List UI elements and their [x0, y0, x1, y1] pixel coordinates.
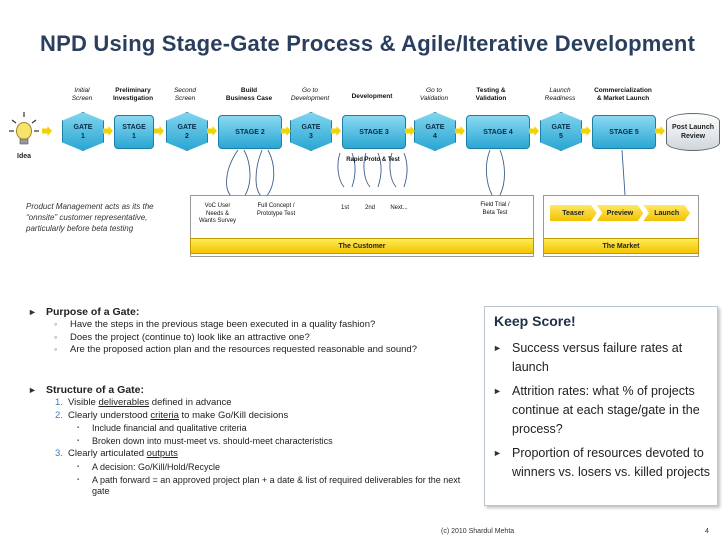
teaser-step: Teaser [550, 205, 597, 221]
square-bullet-icon: ▪ [77, 476, 80, 483]
market-bar: The Market [543, 238, 699, 254]
iteration-2nd: 2nd [364, 205, 375, 211]
keep-score-box: Keep Score! ►Success versus failure rate… [484, 306, 718, 506]
circle-bullet-icon: ◦ [54, 319, 58, 329]
flow-arrow [42, 126, 52, 136]
phase-label: Development [351, 93, 393, 100]
square-bullet-icon: ▪ [77, 438, 80, 444]
circle-bullet-icon: ◦ [54, 344, 58, 354]
circle-bullet-icon: ◦ [54, 331, 58, 342]
structure-section: ► Structure of a Gate: 1.Visible deliver… [26, 384, 466, 497]
stage-5: STAGE 5 [592, 115, 656, 149]
structure-item: 1.Visible deliverables defined in advanc… [55, 397, 232, 408]
structure-item: 2.Clearly understood criteria to make Go… [55, 409, 289, 421]
preview-step: Preview [596, 205, 644, 221]
keep-score-item: ►Success versus failure rates at launch [493, 341, 683, 374]
flow-arrow [655, 126, 665, 136]
purpose-section: ► Purpose of a Gate: ◦Have the steps in … [26, 306, 466, 356]
flow-arrow [281, 126, 291, 136]
lightbulb-icon [8, 110, 40, 152]
purpose-heading: ► Purpose of a Gate: [28, 306, 140, 318]
purpose-item: ◦Does the project (continue to) look lik… [54, 331, 310, 343]
feedback-loops [226, 149, 626, 198]
flow-arrow [529, 126, 539, 136]
flow-arrow [103, 126, 113, 136]
concept-label: Full Concept /Prototype Test [256, 203, 296, 217]
product-management-note: Product Management acts as its the “onns… [26, 202, 154, 233]
iteration-1st: 1st [340, 205, 349, 211]
slide-title: NPD Using Stage-Gate Process & Agile/Ite… [40, 31, 696, 56]
structure-item: 3.Clearly articulated outputs [55, 448, 178, 459]
rapid-proto-label: Rapid Proto & Test [346, 157, 400, 163]
purpose-item: ◦Have the steps in the previous stage be… [54, 319, 376, 330]
iteration-next: Next... [390, 205, 408, 211]
structure-list: 1.Visible deliverables defined in advanc… [26, 397, 466, 497]
flow-arrow [154, 126, 164, 136]
launch-steps: Teaser Preview Launch [550, 205, 691, 221]
purpose-item: ◦Are the proposed action plan and the re… [54, 344, 417, 355]
triangle-bullet-icon: ► [493, 343, 502, 353]
square-bullet-icon: ▪ [77, 425, 80, 431]
field-trial-label: Field Trial /Beta Test [480, 202, 510, 216]
flow-arrow [331, 126, 341, 136]
phase-label: Testing &Validation [475, 87, 507, 102]
footer-copyright: (c) 2010 Shardul Mehta [441, 528, 515, 535]
structure-subitem: ▪A decision: Go/Kill/Hold/Recycle [77, 461, 221, 472]
stage-4: STAGE 4 [466, 115, 530, 149]
flow-arrow [405, 126, 415, 136]
keep-score-item: ►Attrition rates: what % of projects con… [493, 384, 700, 436]
structure-heading: ► Structure of a Gate: [28, 384, 145, 396]
square-bullet-icon: ▪ [77, 463, 80, 470]
structure-subitem: ▪A path forward = an approved project pl… [77, 474, 461, 496]
triangle-bullet-icon: ► [493, 448, 502, 458]
page-number: 4 [705, 528, 709, 535]
triangle-bullet-icon: ► [28, 307, 37, 317]
stage-3: STAGE 3 [342, 115, 406, 149]
keep-score-item: ►Proportion of resources devoted to winn… [493, 446, 710, 479]
triangle-bullet-icon: ► [28, 385, 37, 395]
structure-subitem: ▪Broken down into must-meet vs. should-m… [77, 436, 333, 446]
flow-arrow [455, 126, 465, 136]
triangle-bullet-icon: ► [493, 386, 502, 396]
stage-2: STAGE 2 [218, 115, 282, 149]
structure-subitem: ▪Include financial and qualitative crite… [77, 423, 247, 433]
flow-arrow [207, 126, 217, 136]
customer-bar: The Customer [190, 238, 534, 254]
idea-label: Idea [17, 153, 32, 160]
purpose-list: ◦Have the steps in the previous stage be… [26, 319, 466, 356]
launch-step: Launch [643, 205, 691, 221]
phase-label: Commercialization& Market Launch [594, 87, 652, 102]
keep-score-list: ►Success versus failure rates at launch►… [491, 339, 713, 487]
keep-score-title: Keep Score! [494, 313, 576, 329]
flow-arrow [581, 126, 591, 136]
